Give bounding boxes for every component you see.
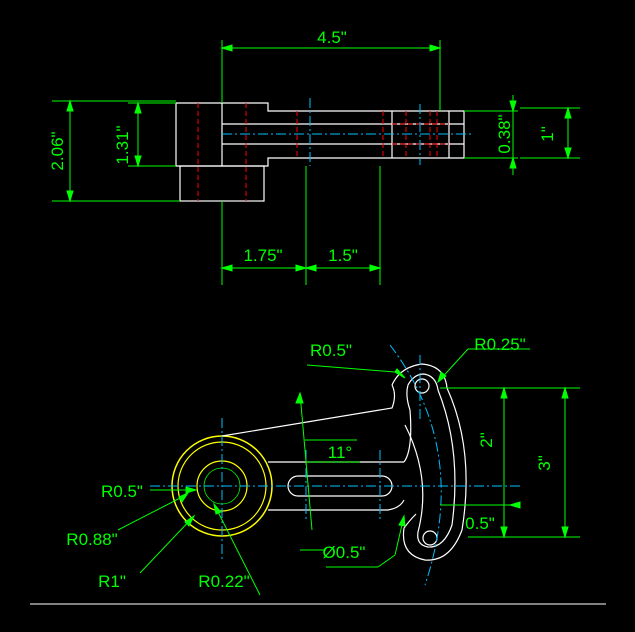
- dim-hook-radius: R0.25": [474, 335, 525, 354]
- dim-angle: 11°: [328, 443, 352, 462]
- front-view-outline: [221, 363, 467, 561]
- dim-hub-radius: R0.88": [66, 530, 117, 549]
- top-view: 4.5" 2.06" 1.31" 0.38" 1" 1.75" 1.5": [48, 28, 580, 285]
- dim-end-height: 1": [538, 126, 557, 142]
- front-view: R0.5" R0.25" 11° 2" 3" R0.5" 0.5" R0.88"…: [66, 335, 580, 596]
- dim-vertical-2: 2": [477, 432, 496, 448]
- dim-hub-height: 1.31": [113, 125, 132, 164]
- dim-overall-height: 2.06": [48, 131, 67, 170]
- dim-slot-diameter: Ø0.5": [323, 543, 366, 562]
- dim-outer-radius: R1": [98, 572, 126, 591]
- dim-slot-center: 1.5": [328, 246, 358, 265]
- top-view-center-lines: [222, 98, 472, 166]
- dim-small-radius: R0.22": [198, 572, 249, 591]
- dim-hole: R0.5": [101, 482, 143, 501]
- dim-arm-thickness: 0.38": [495, 114, 514, 153]
- dim-top-fillet: R0.5": [310, 341, 352, 360]
- dim-hub-to-center: 1.75": [243, 246, 282, 265]
- front-view-dimensions: [117, 348, 580, 596]
- dim-overall-length: 4.5": [317, 28, 347, 47]
- dim-bottom-offset: 0.5": [465, 514, 495, 533]
- dim-vertical-3: 3": [535, 455, 554, 471]
- front-view-center-lines: [150, 344, 520, 586]
- top-view-dimensions: [52, 40, 580, 285]
